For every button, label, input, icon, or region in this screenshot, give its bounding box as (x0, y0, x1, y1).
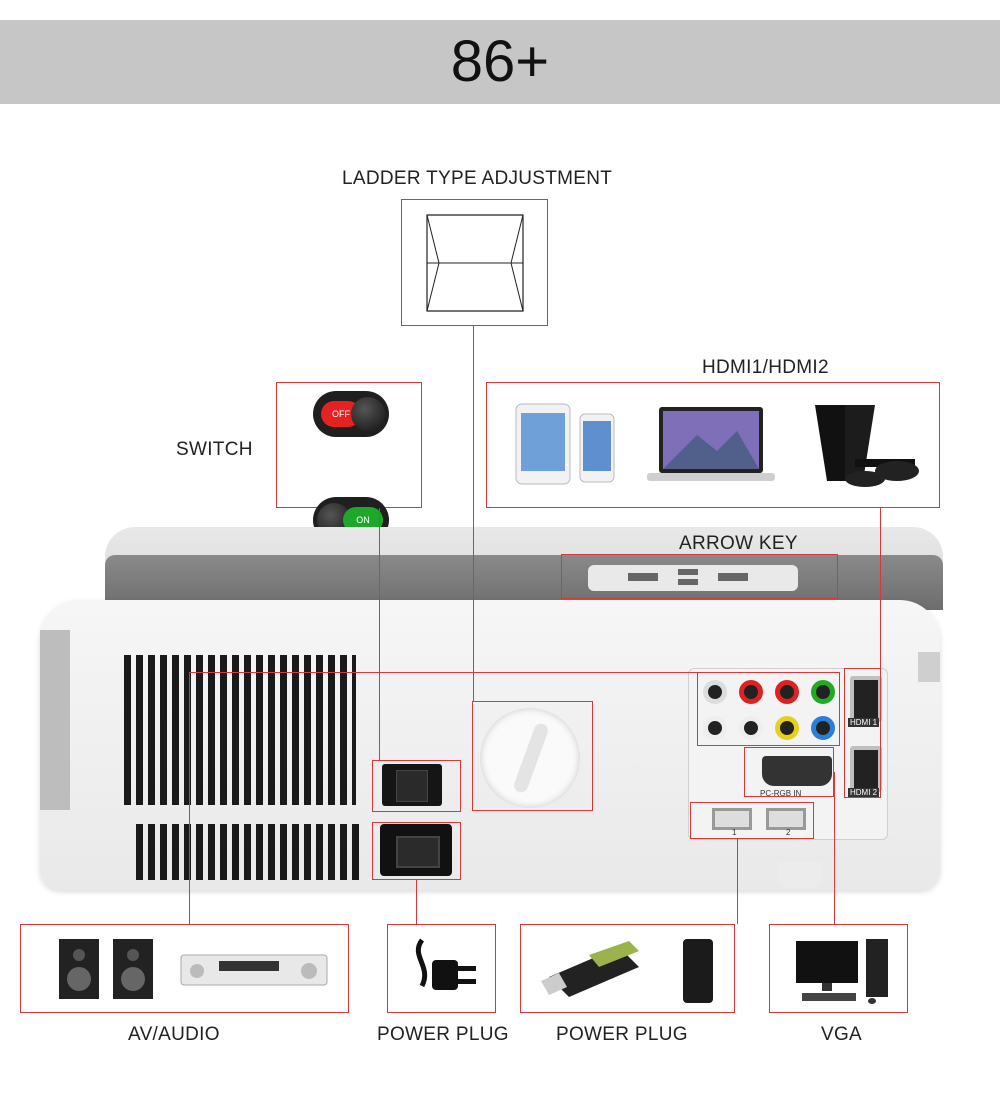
hdmi2-port-label: HDMI 2 (848, 788, 880, 797)
av-ports-box (697, 672, 840, 746)
vent-upper (124, 655, 356, 805)
amplifier-icon (180, 954, 328, 986)
vent-lower (136, 824, 360, 880)
phone-icon (579, 413, 615, 483)
laptop-icon (647, 407, 775, 481)
power-plug-label-1: POWER PLUG (377, 1024, 509, 1045)
projector-foot (778, 862, 822, 888)
rca-jack[interactable] (811, 716, 835, 740)
vga-devices-box (769, 924, 908, 1013)
power-plug-box (387, 924, 496, 1013)
usb-port-1[interactable] (712, 808, 752, 830)
power-switch[interactable] (382, 764, 442, 806)
av-audio-label: AV/AUDIO (128, 1024, 220, 1045)
usb-port-2[interactable] (766, 808, 806, 830)
power-switch-box (372, 760, 461, 812)
ladder-adjustment-box (401, 199, 548, 326)
usb-port-1-label: 1 (732, 828, 737, 837)
rca-jack[interactable] (703, 716, 727, 740)
rca-jack[interactable] (739, 680, 763, 704)
arrow-key-label: ARROW KEY (679, 533, 798, 554)
power-socket-box (372, 822, 461, 880)
line-usb (737, 839, 738, 924)
projector-side-right (918, 652, 940, 682)
arrow-keypad[interactable] (588, 565, 798, 591)
power-plug-label-2: POWER PLUG (556, 1024, 688, 1045)
rca-jack[interactable] (775, 716, 799, 740)
switch-label: SWITCH (176, 439, 253, 460)
hdmi1-port-label: HDMI 1 (848, 718, 880, 727)
power-plug-icon (415, 938, 476, 990)
usb-ports-box (690, 802, 814, 839)
hdmi-devices-box (486, 382, 940, 508)
speaker-icon (59, 939, 153, 999)
hdmi-label: HDMI1/HDMI2 (702, 357, 829, 378)
usb-devices-box (520, 924, 735, 1013)
vga-port-label: PC-RGB IN (760, 789, 802, 798)
line-av-vertical (189, 672, 190, 924)
switch-off-icon: OFF (313, 391, 389, 437)
hdmi-ports-box (844, 668, 881, 798)
page-title: 86+ (450, 29, 550, 94)
rca-jack[interactable] (703, 680, 727, 704)
line-av-horizontal (189, 672, 697, 673)
keystone-icon (425, 213, 524, 312)
line-power (416, 880, 417, 924)
vga-port-box (744, 747, 834, 797)
tablet-icon (515, 403, 571, 485)
vga-port[interactable] (762, 756, 832, 786)
av-audio-box (20, 924, 349, 1013)
line-switch (379, 508, 380, 760)
vga-label: VGA (821, 1024, 863, 1045)
usb-drive-icon (541, 941, 639, 997)
hard-drive-icon (683, 939, 713, 1003)
title-banner (0, 20, 1000, 104)
power-socket (380, 824, 452, 876)
usb-port-2-label: 2 (786, 828, 791, 837)
game-console-icon (815, 405, 919, 487)
desktop-computer-icon (796, 939, 888, 1004)
line-hdmi (880, 508, 881, 668)
arrow-key-box (561, 554, 838, 599)
ladder-adjustment-label: LADDER TYPE ADJUSTMENT (342, 168, 613, 189)
keystone-dial[interactable] (480, 708, 580, 808)
rca-jack[interactable] (739, 716, 763, 740)
rca-jack[interactable] (811, 680, 835, 704)
rca-jack[interactable] (775, 680, 799, 704)
projector-side-left (40, 630, 70, 810)
line-ladder (473, 326, 474, 701)
line-vga (834, 772, 835, 924)
keystone-dial-box (472, 701, 593, 811)
switch-box: OFF ON (276, 382, 422, 543)
